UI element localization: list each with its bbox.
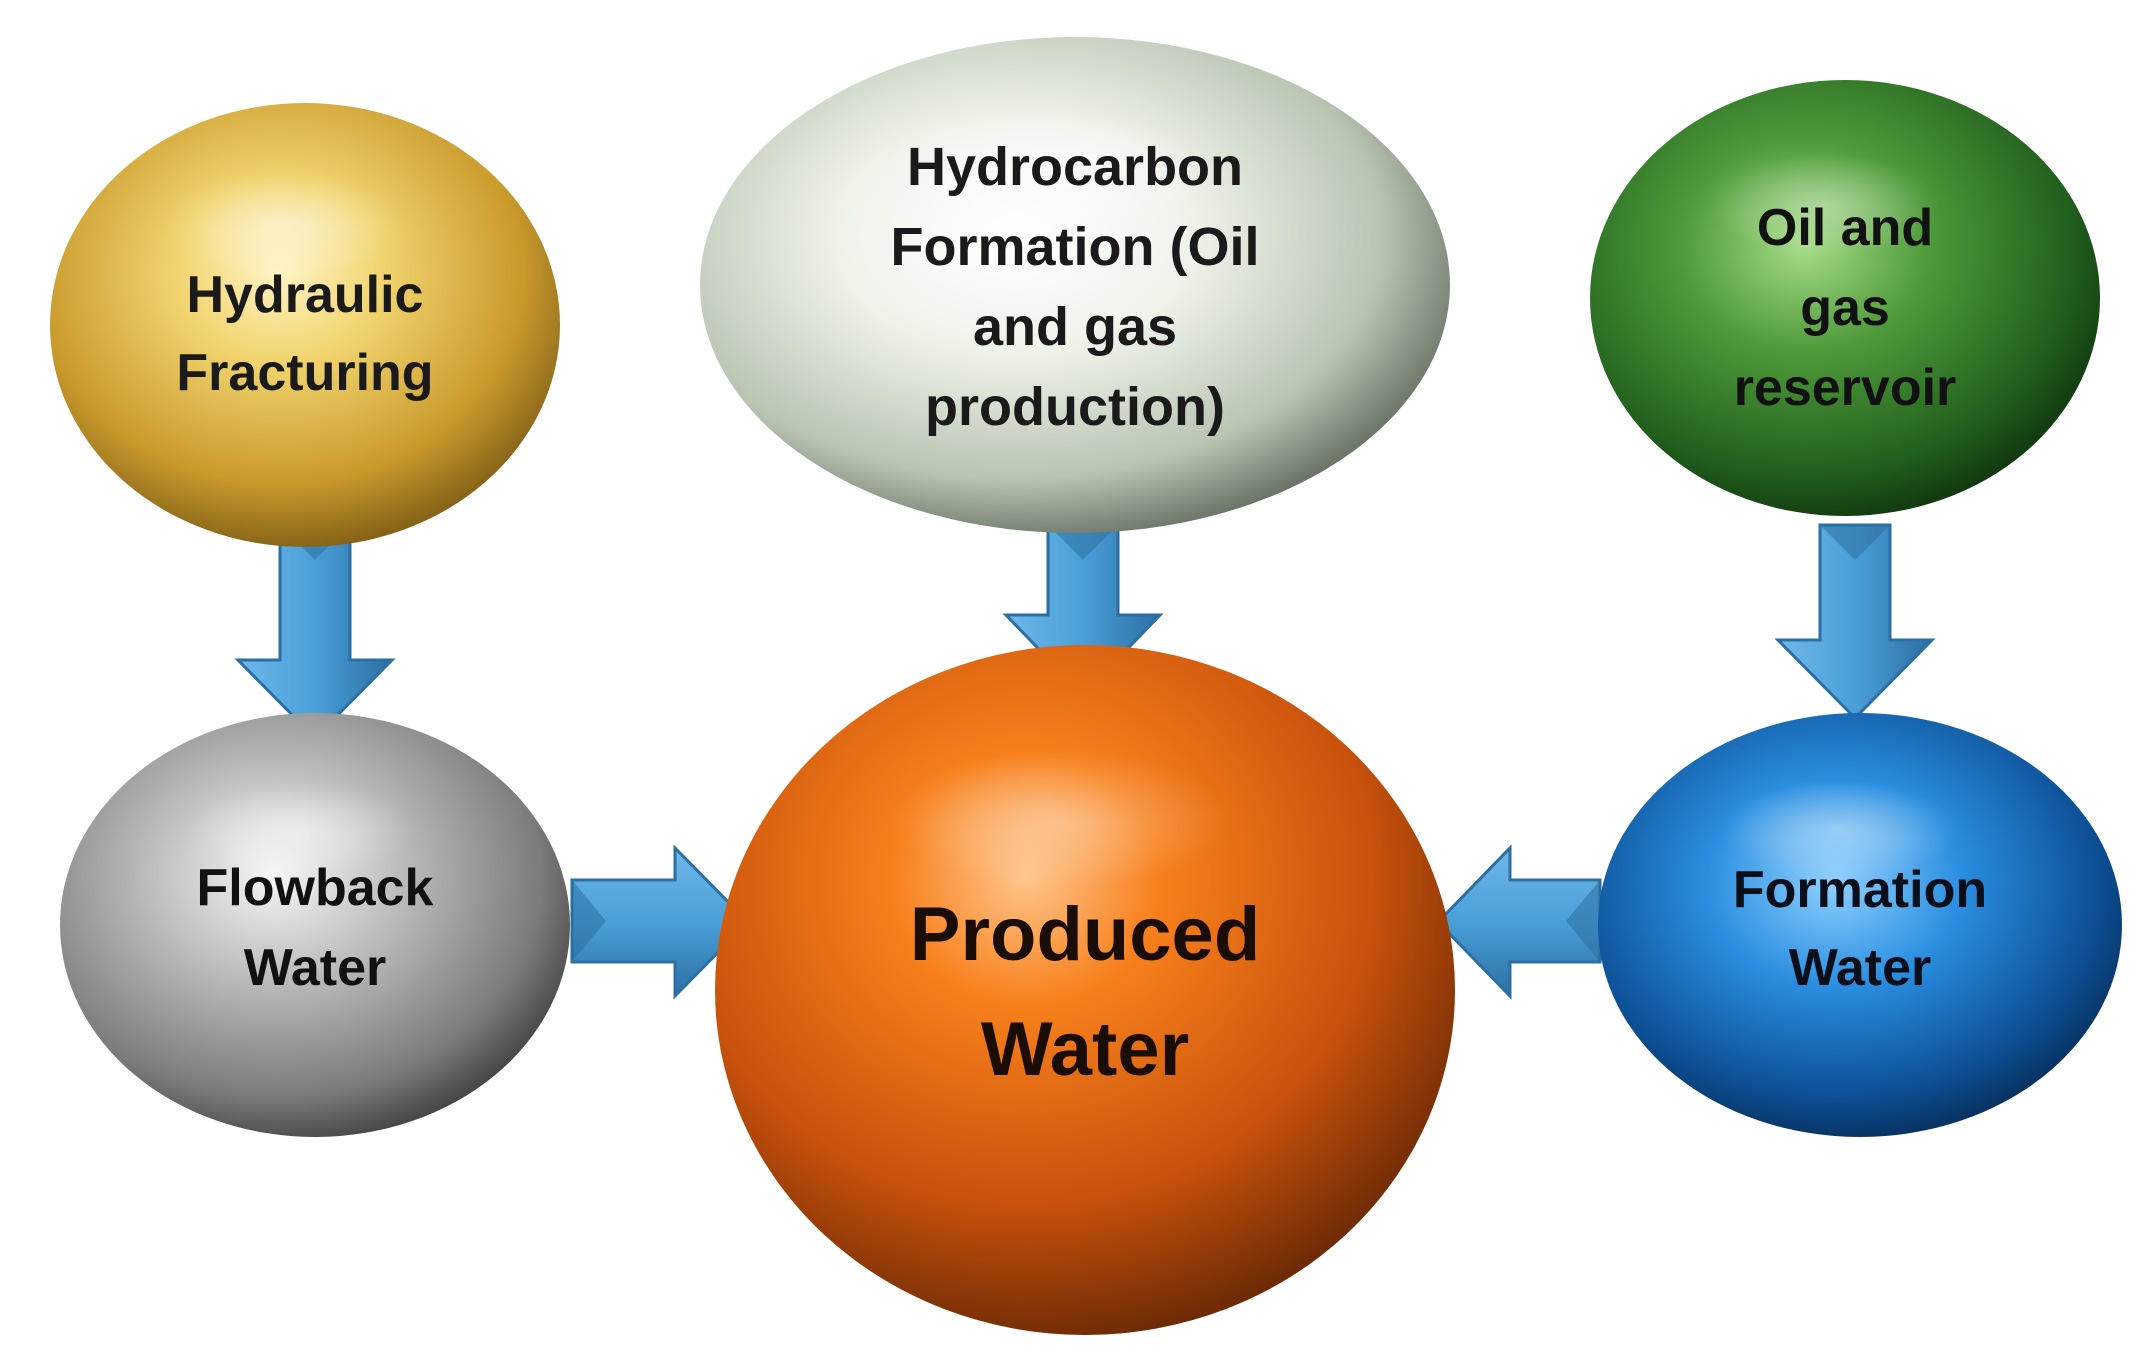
node-label: reservoir xyxy=(1734,359,1957,417)
arrow-flowback-to-produced xyxy=(570,844,751,1000)
node-oil-gas-reservoir: Oil and gas reservoir xyxy=(1590,80,2100,516)
node-flowback-water: Flowback Water xyxy=(60,713,570,1137)
node-label: Flowback xyxy=(197,859,434,917)
node-label: Hydraulic xyxy=(187,266,424,324)
node-label: gas xyxy=(1800,279,1890,337)
node-label: Water xyxy=(1789,939,1932,997)
node-produced-water: Produced Water xyxy=(715,645,1455,1335)
node-label: Fracturing xyxy=(176,344,433,402)
node-label: and gas xyxy=(973,297,1177,357)
produced-water-label: Water xyxy=(981,1007,1189,1092)
node-label: Formation (Oil xyxy=(891,217,1260,277)
node-label: Oil and xyxy=(1757,199,1933,257)
arrow-formation-to-produced xyxy=(1435,844,1602,1000)
node-hydraulic-fracturing: Hydraulic Fracturing xyxy=(50,103,560,547)
arrow-fracturing-to-flowback xyxy=(234,523,396,741)
arrow-reservoir-to-formation xyxy=(1774,523,1936,721)
node-hydrocarbon-formation: Hydrocarbon Formation (Oil and gas produ… xyxy=(700,37,1450,533)
node-label: Hydrocarbon xyxy=(907,137,1243,197)
node-formation-water: Formation Water xyxy=(1598,713,2122,1137)
node-label: Water xyxy=(244,939,387,997)
node-label: production) xyxy=(925,377,1225,437)
produced-water-label: Produced xyxy=(910,892,1261,977)
node-label: Formation xyxy=(1733,861,1987,919)
